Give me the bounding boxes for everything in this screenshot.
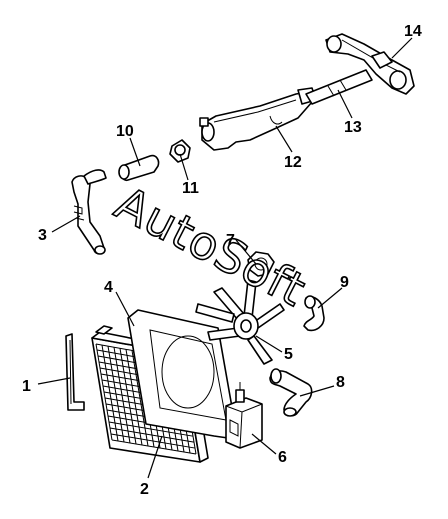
watermark-text: AutoSoft	[107, 176, 315, 317]
callout-11: 11	[182, 180, 199, 197]
callout-labels: 1 2 3 4 5 6 7 8 9 10 11 12 13 14	[22, 23, 422, 498]
part-12-water-pipe	[199, 87, 317, 151]
part-14-outlet-housing	[325, 33, 415, 95]
part-11-connector	[169, 139, 191, 163]
callout-12: 12	[284, 154, 302, 171]
part-5-fan	[195, 279, 285, 365]
leader-lines	[37, 37, 413, 479]
callout-5: 5	[284, 346, 293, 363]
part-7-pulley	[247, 251, 275, 277]
callout-13: 13	[344, 119, 362, 136]
part-13-pipe	[305, 69, 373, 105]
callout-2: 2	[140, 481, 149, 498]
part-3-hose	[71, 169, 107, 255]
callout-1: 1	[22, 378, 31, 395]
callout-4: 4	[104, 279, 113, 296]
callout-7: 7	[226, 232, 235, 249]
part-9-small-hose	[303, 295, 325, 332]
callout-6: 6	[278, 449, 287, 466]
callout-14: 14	[404, 23, 422, 40]
callout-9: 9	[340, 274, 349, 291]
callout-10: 10	[116, 123, 134, 140]
callout-8: 8	[336, 374, 345, 391]
part-8-lower-hose	[269, 368, 313, 417]
part-1-bracket	[65, 333, 85, 411]
part-10-short-hose	[118, 154, 160, 182]
callout-3: 3	[38, 227, 47, 244]
